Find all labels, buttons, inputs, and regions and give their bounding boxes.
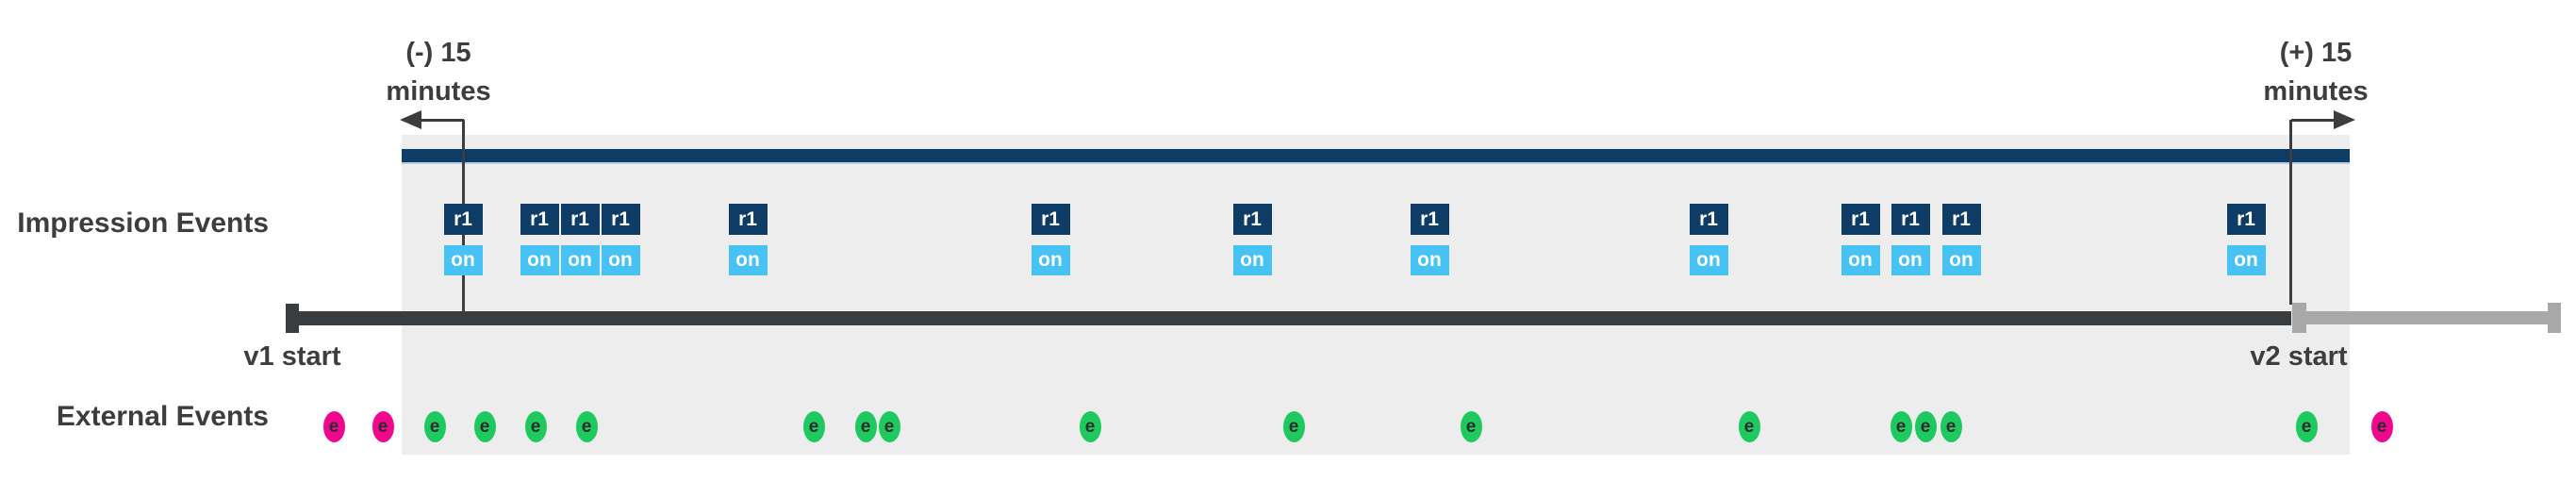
impression-on-box: on (1891, 245, 1930, 275)
v1-start-label: v1 start (243, 341, 341, 372)
impression-on-box: on (1689, 245, 1728, 275)
impression-r1-box: r1 (1410, 204, 1449, 235)
impression-r1-box: r1 (728, 204, 768, 235)
external-event-dot-green: e (575, 411, 598, 442)
minus-15-arrow-line (404, 119, 464, 122)
v2-timeline-bar (2306, 311, 2548, 324)
impression-on-box: on (728, 245, 768, 275)
impression-on-box: on (2226, 245, 2266, 275)
impression-r1-box: r1 (601, 204, 640, 235)
minus-15-line1: (-) 15 (405, 38, 471, 68)
external-event-dot-magenta: e (2370, 411, 2393, 442)
campaign-duration-bar (402, 149, 2350, 164)
impression-on-box: on (1232, 245, 1272, 275)
plus-15-reference-line (2289, 120, 2292, 305)
plus-15-line2: minutes (2263, 76, 2369, 107)
external-events-row-label: External Events (56, 401, 269, 432)
external-event-dot-green: e (1079, 411, 1101, 442)
v2-start-label: v2 start (2250, 341, 2348, 372)
v2-start-cap (2292, 303, 2306, 333)
minus-15-line2: minutes (386, 76, 491, 107)
impression-on-box: on (1841, 245, 1880, 275)
external-event-dot-green: e (2295, 411, 2318, 442)
impression-r1-box: r1 (443, 204, 483, 235)
impression-on-box: on (1031, 245, 1070, 275)
impression-events-row-label: Impression Events (17, 207, 269, 239)
external-event-dot-green: e (1738, 411, 1760, 442)
observation-window-panel (402, 135, 2350, 455)
external-event-dot-magenta: e (322, 411, 345, 442)
external-event-dot-green: e (1282, 411, 1305, 442)
external-event-dot-magenta: e (372, 411, 394, 442)
impression-r1-box: r1 (1031, 204, 1070, 235)
v1-timeline-bar (286, 311, 2291, 325)
plus-15-minutes-label: (+) 15 minutes (2212, 34, 2419, 111)
external-event-dot-green: e (878, 411, 900, 442)
impression-r1-box: r1 (520, 204, 559, 235)
impression-r1-box: r1 (560, 204, 600, 235)
impression-r1-box: r1 (2226, 204, 2266, 235)
impression-on-box: on (1941, 245, 1981, 275)
timeline-end-cap (2548, 303, 2561, 333)
impression-on-box: on (443, 245, 483, 275)
plus-15-arrow-line (2291, 119, 2352, 122)
plus-15-line1: (+) 15 (2279, 38, 2353, 68)
impression-r1-box: r1 (1891, 204, 1930, 235)
external-event-dot-green: e (1460, 411, 1482, 442)
external-event-dot-green: e (473, 411, 496, 442)
impression-r1-box: r1 (1841, 204, 1880, 235)
impression-on-box: on (560, 245, 600, 275)
external-event-dot-green: e (854, 411, 877, 442)
external-event-dot-green: e (1914, 411, 1937, 442)
impression-r1-box: r1 (1232, 204, 1272, 235)
external-event-dot-green: e (423, 411, 446, 442)
external-event-dot-green: e (1890, 411, 1912, 442)
external-event-dot-green: e (802, 411, 825, 442)
plus-15-arrowhead-icon (2334, 110, 2355, 129)
impression-r1-box: r1 (1941, 204, 1981, 235)
impression-r1-box: r1 (1689, 204, 1728, 235)
minus-15-minutes-label: (-) 15 minutes (335, 34, 542, 111)
external-event-dot-green: e (1940, 411, 1962, 442)
impression-on-box: on (601, 245, 640, 275)
minus-15-arrowhead-icon (400, 110, 421, 129)
impression-on-box: on (520, 245, 559, 275)
impression-on-box: on (1410, 245, 1449, 275)
external-event-dot-green: e (524, 411, 547, 442)
